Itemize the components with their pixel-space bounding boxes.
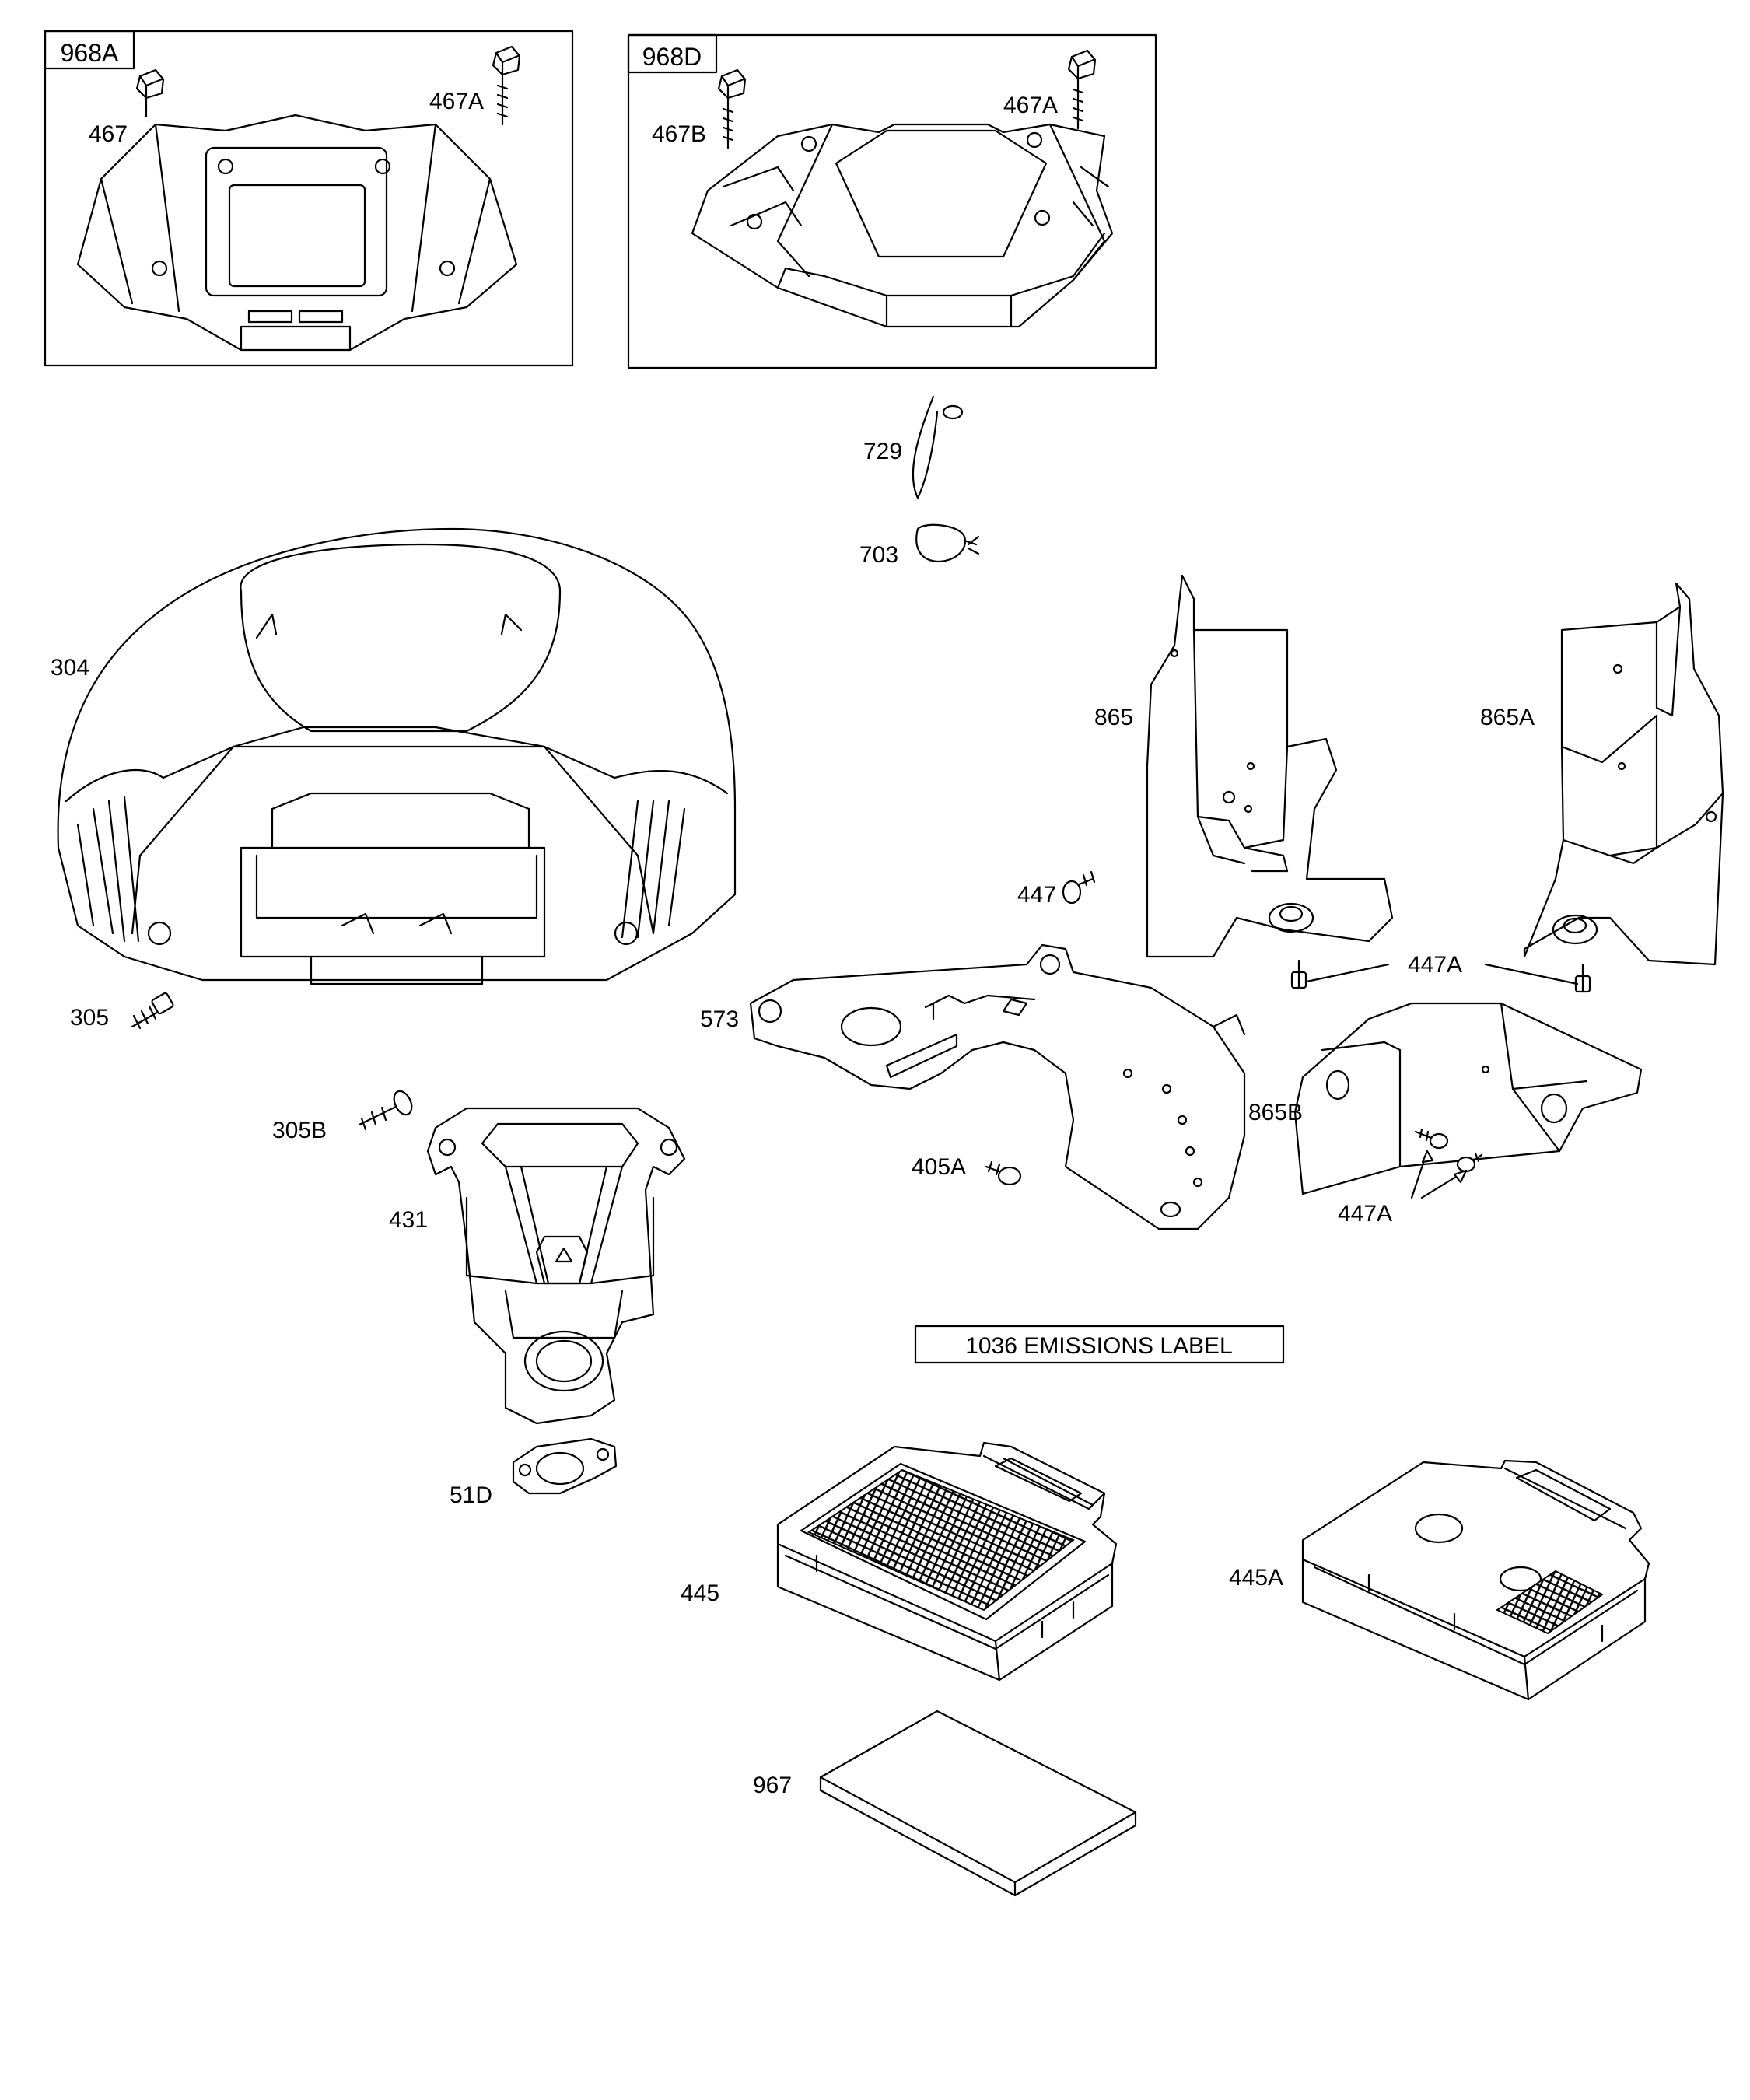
callout-447a-bottom: 447A: [1338, 1201, 1392, 1227]
callout-865: 865: [1094, 705, 1133, 730]
screw-305: [131, 992, 174, 1030]
callout-445a: 445A: [1229, 1565, 1283, 1591]
callout-447a-top: 447A: [1408, 952, 1462, 978]
callout-573: 573: [700, 1006, 739, 1032]
knob-bolt-467b: [717, 68, 747, 149]
control-panel-cover-968d: [691, 123, 1114, 328]
part-445a-air-filter: [1301, 1459, 1650, 1701]
screw-305b: [358, 1090, 413, 1131]
part-865b-shield: [1293, 1002, 1643, 1195]
emissions-label-box: 1036 EMISSIONS LABEL: [914, 1325, 1285, 1364]
emissions-label-text: 1036 EMISSIONS LABEL: [965, 1333, 1233, 1359]
callout-431: 431: [389, 1207, 428, 1233]
callout-304: 304: [51, 655, 89, 681]
callout-405a: 405A: [912, 1154, 966, 1180]
screw-447: [1062, 870, 1096, 905]
kit-968d-label: 968D: [642, 43, 702, 71]
part-729-tie: [912, 395, 964, 499]
knob-467: [135, 68, 165, 118]
callout-467a-right: 467A: [1003, 93, 1058, 118]
part-431-air-filter-base: [426, 1107, 686, 1425]
callout-703: 703: [859, 542, 898, 568]
callout-467b: 467B: [652, 121, 706, 147]
screw-405a: [985, 1160, 1022, 1186]
callout-445: 445: [681, 1580, 719, 1606]
callout-447: 447: [1017, 882, 1056, 908]
callout-729: 729: [863, 439, 902, 464]
callout-467: 467: [89, 121, 128, 147]
kit-968a-label: 968A: [61, 39, 119, 67]
callout-467a-left: 467A: [429, 89, 484, 114]
kit-968a-box: 968A 467 467A: [44, 30, 574, 367]
kit-968d-box: 968D 467B 467A: [627, 33, 1157, 369]
screws-447a-bottom: [1410, 1128, 1483, 1199]
callout-865a: 865A: [1480, 705, 1535, 730]
part-573-backplate: [749, 943, 1246, 1230]
knob-bolt-467a-left: [492, 45, 521, 126]
callout-967: 967: [753, 1773, 792, 1798]
part-865-shield: [1146, 574, 1394, 958]
part-51d-gasket: [512, 1437, 618, 1495]
part-304-blower-housing: [57, 527, 737, 985]
callout-305b: 305B: [272, 1118, 327, 1143]
control-panel-cover-968a: [76, 114, 518, 352]
knob-bolt-467a-right: [1067, 49, 1097, 130]
callout-865b: 865B: [1248, 1100, 1303, 1125]
part-445-air-filter: [776, 1441, 1118, 1682]
part-865a-shield: [1523, 582, 1724, 966]
callout-51d: 51D: [450, 1482, 492, 1508]
part-703-clamp: [915, 523, 980, 563]
part-967-pre-cleaner: [819, 1710, 1137, 1897]
screws-447a-top: [1290, 959, 1591, 993]
callout-305: 305: [70, 1005, 109, 1031]
